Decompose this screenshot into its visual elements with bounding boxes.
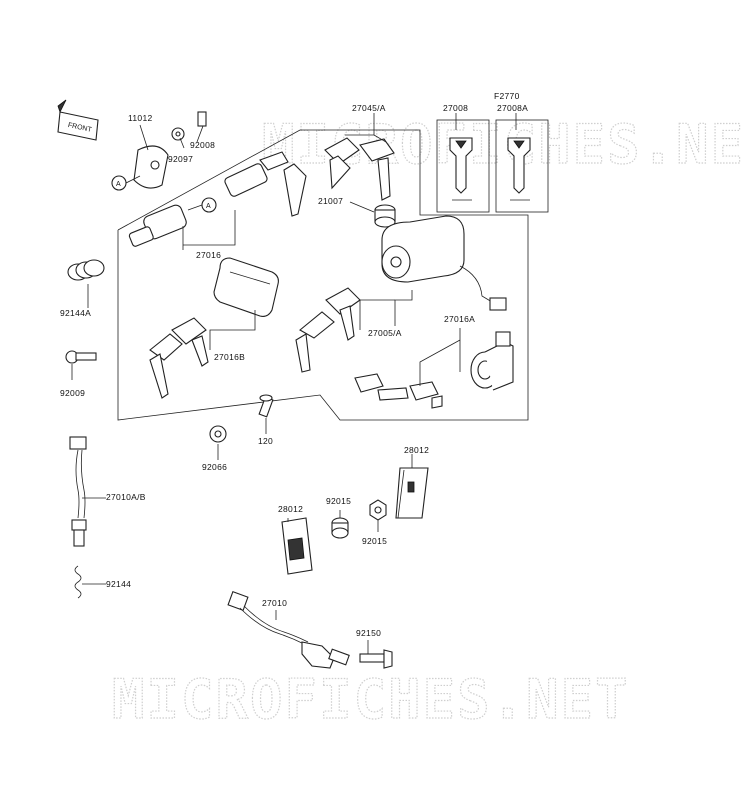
label-27010: 27010	[262, 598, 287, 608]
nut-92015-b	[369, 499, 387, 521]
label-ref-code: F2770	[494, 91, 520, 101]
plate-28012-right	[395, 467, 429, 519]
label-92150: 92150	[356, 628, 381, 638]
leader-lines	[71, 113, 517, 654]
keys-27045	[324, 137, 395, 201]
label-11012: 11012	[128, 113, 153, 123]
front-arrow-icon: FRONT	[57, 99, 99, 141]
key-blank-27008A	[507, 137, 531, 201]
cover-27016B	[213, 257, 279, 317]
label-27010AB: 27010A/B	[106, 492, 146, 502]
label-27045: 27045/A	[352, 103, 386, 113]
label-27016A: 27016A	[444, 314, 475, 324]
bolt-120	[258, 394, 274, 418]
lock-cylinder-27016	[128, 163, 268, 247]
plug-21007	[374, 204, 396, 228]
label-92015-b: 92015	[362, 536, 387, 546]
nut-92015-a	[331, 517, 349, 539]
label-92144A: 92144A	[60, 308, 91, 318]
label-27016B: 27016B	[214, 352, 245, 362]
keys-27016A	[354, 373, 443, 409]
sensor-27010	[227, 590, 350, 669]
switch-27010AB	[69, 436, 87, 547]
svg-text:A: A	[206, 203, 211, 210]
keys-27005	[295, 287, 361, 373]
label-92015-a: 92015	[326, 496, 351, 506]
label-92066: 92066	[202, 462, 227, 472]
label-27016: 27016	[196, 250, 221, 260]
keys-27016	[259, 151, 307, 217]
callout-a-1: A	[111, 175, 141, 191]
ignition-switch-27005	[381, 215, 507, 311]
label-92097: 92097	[168, 154, 193, 164]
label-27005: 27005/A	[368, 328, 402, 338]
seat-lock-27016A	[470, 331, 514, 391]
assembly-frame	[117, 129, 529, 421]
screw-92009	[65, 350, 97, 364]
key-box-27008A	[495, 119, 549, 213]
grommet-92066	[209, 425, 227, 443]
key-blank-27008	[449, 137, 473, 201]
callout-a-2: A	[187, 197, 217, 213]
spring-92144A	[67, 259, 105, 281]
label-92009: 92009	[60, 388, 85, 398]
label-27008A: 27008A	[497, 103, 528, 113]
plate-28012-left	[281, 517, 313, 575]
watermark-bottom: MICROFICHES.NET	[112, 668, 630, 731]
label-27008: 27008	[443, 103, 468, 113]
label-120: 120	[258, 436, 273, 446]
bolt-92008	[197, 111, 207, 127]
label-92008: 92008	[190, 140, 215, 150]
spring-92144	[74, 565, 82, 599]
label-28012-left: 28012	[278, 504, 303, 514]
bolt-92150	[359, 649, 393, 669]
svg-text:A: A	[116, 181, 121, 188]
keys-27016B	[149, 317, 209, 399]
key-box-27008	[436, 119, 490, 213]
label-21007: 21007	[318, 196, 343, 206]
label-92144: 92144	[106, 579, 131, 589]
label-28012-right: 28012	[404, 445, 429, 455]
